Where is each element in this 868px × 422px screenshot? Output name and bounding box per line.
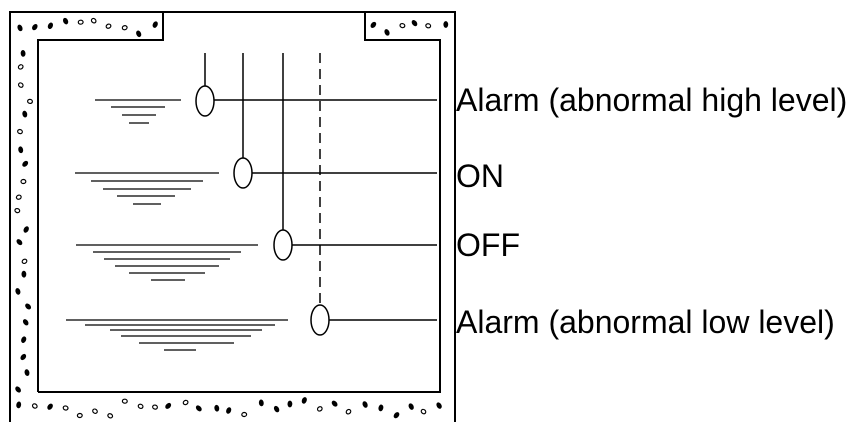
aggregate-speck [76, 412, 83, 419]
aggregate-speck [22, 319, 29, 326]
aggregate-speck [370, 21, 377, 28]
aggregate-speck [399, 22, 406, 29]
aggregate-speck [22, 110, 28, 118]
aggregate-speck [62, 405, 69, 411]
aggregate-speck [273, 405, 280, 413]
aggregate-speck [62, 17, 69, 25]
aggregate-speck [21, 336, 27, 343]
aggregate-speck [226, 407, 232, 414]
float-off [273, 229, 293, 261]
aggregate-speck [121, 25, 128, 31]
float-alarm-low [310, 304, 330, 336]
aggregate-speck [241, 411, 248, 418]
aggregate-speck [15, 194, 22, 200]
aggregate-speck [31, 403, 38, 409]
aggregate-speck [214, 404, 220, 412]
aggregate-speck [182, 399, 189, 406]
aggregate-speck [384, 29, 390, 36]
aggregate-speck [316, 406, 323, 412]
aggregate-speck [258, 399, 264, 407]
aggregate-speck [77, 19, 84, 25]
aggregate-speck [411, 20, 418, 27]
water-level-lines [66, 99, 288, 351]
aggregate-speck [165, 402, 172, 409]
float-on [233, 157, 253, 189]
aggregate-speck [18, 146, 24, 154]
label-off: OFF [456, 227, 520, 263]
aggregate-speck [287, 400, 293, 408]
aggregate-speck [136, 30, 142, 38]
aggregate-speck [393, 412, 400, 419]
label-alarm-high: Alarm (abnormal high level) [456, 82, 848, 118]
outer-wall-outline [9, 11, 456, 422]
aggregate-speck [408, 403, 414, 410]
tank-walls [9, 11, 456, 422]
aggregate-speck [20, 178, 27, 185]
label-alarm-low: Alarm (abnormal low level) [456, 304, 835, 340]
aggregate-speck [195, 405, 202, 412]
aggregate-speck [378, 404, 384, 412]
concrete-aggregate-dots [14, 17, 449, 419]
aggregate-speck [47, 403, 53, 410]
aggregate-speck [425, 23, 432, 29]
aggregate-speck [152, 404, 158, 410]
aggregate-speck [22, 160, 29, 167]
float-alarm-high [195, 85, 215, 117]
aggregate-speck [17, 24, 23, 32]
aggregate-speck [443, 21, 449, 28]
label-on: ON [456, 158, 504, 194]
aggregate-speck [105, 23, 112, 29]
aggregate-speck [20, 353, 27, 361]
aggregate-speck [436, 402, 442, 409]
aggregate-speck [107, 413, 114, 419]
aggregate-speck [23, 226, 29, 233]
aggregate-speck [14, 207, 21, 214]
aggregate-speck [20, 50, 26, 57]
aggregate-speck [21, 270, 27, 278]
aggregate-speck [345, 408, 352, 415]
aggregate-speck [17, 64, 24, 70]
inner-wall-outline [37, 12, 441, 393]
aggregate-speck [121, 398, 128, 404]
aggregate-speck [137, 403, 144, 409]
aggregate-speck [92, 408, 98, 414]
float-switches [195, 53, 437, 336]
aggregate-speck [24, 369, 30, 376]
aggregate-speck [331, 400, 338, 407]
aggregate-speck [15, 288, 21, 295]
aggregate-speck [17, 128, 23, 135]
aggregate-speck [362, 401, 368, 408]
aggregate-speck [47, 22, 54, 30]
aggregate-speck [17, 82, 24, 88]
aggregate-speck [15, 386, 21, 393]
aggregate-speck [27, 98, 33, 105]
aggregate-speck [32, 23, 38, 31]
aggregate-speck [420, 408, 427, 415]
aggregate-speck [301, 397, 307, 404]
aggregate-speck [16, 401, 22, 409]
aggregate-speck [152, 21, 158, 28]
aggregate-speck [90, 17, 97, 24]
aggregate-speck [21, 258, 28, 265]
aggregate-speck [25, 303, 32, 310]
aggregate-speck [16, 239, 23, 246]
